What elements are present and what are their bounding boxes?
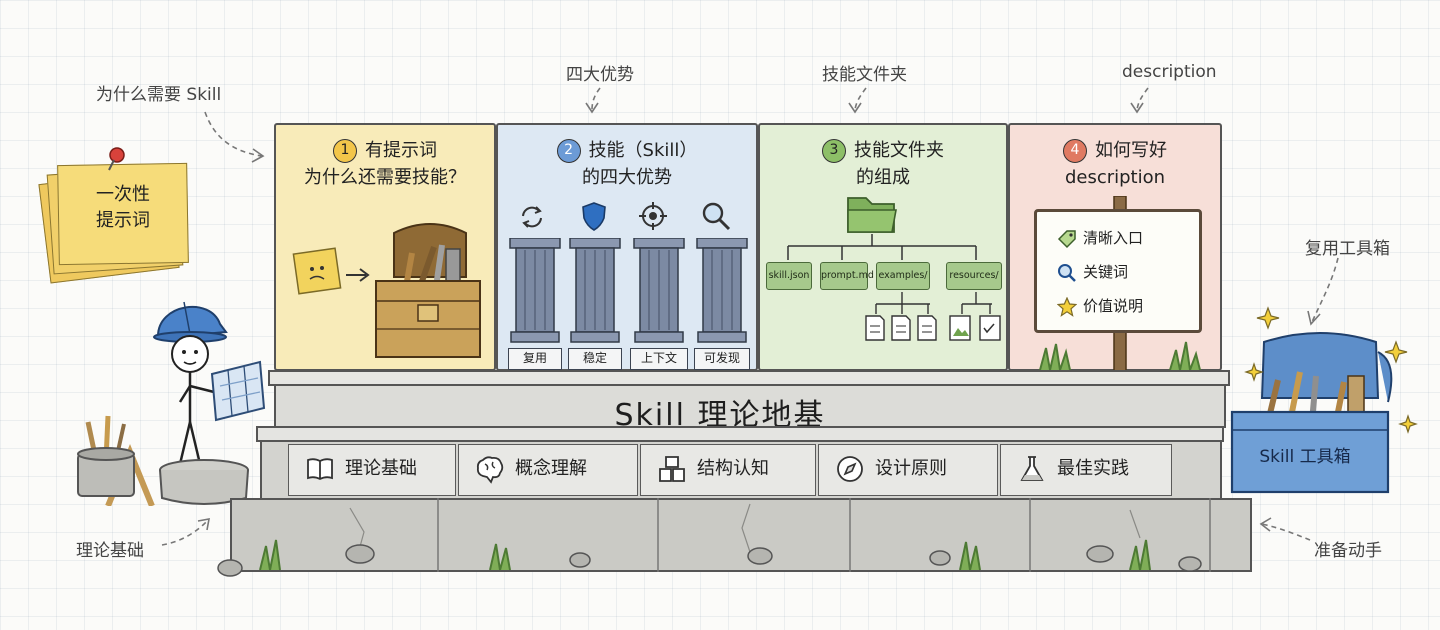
step-number-badge: 1	[333, 139, 357, 163]
worker-figure	[153, 301, 266, 465]
flask-icon	[1020, 456, 1044, 481]
annotation-four-advantages: 四大优势	[566, 65, 634, 85]
pillar-label: 上下文	[630, 348, 688, 370]
annotation-reuse-toolbox: 复用工具箱	[1305, 239, 1390, 259]
foundation-block: 最佳实践	[1000, 444, 1172, 496]
panel-title-line2: 的四大优势	[582, 167, 672, 188]
foundation-block-label: 设计原则	[875, 458, 947, 479]
pillar-reuse: 复用	[508, 237, 562, 370]
foundation-block-label: 结构认知	[697, 458, 769, 479]
foundation-block: 概念理解	[458, 444, 638, 496]
foundation-block-label: 最佳实践	[1057, 458, 1129, 479]
pillar-context: 上下文	[630, 237, 688, 370]
star-icon	[1057, 296, 1077, 317]
file-node: skill.json	[766, 262, 812, 290]
sign-item: 关键词	[1057, 260, 1128, 284]
panel-title-line1: 技能文件夹	[854, 140, 944, 161]
panel-why-skill: 1 有提示词 为什么还需要技能？	[274, 123, 496, 371]
annotation-ready-to-act: 准备动手	[1314, 541, 1382, 561]
folder-node: examples/	[876, 262, 930, 290]
skill-toolbox	[1230, 306, 1418, 494]
tool-bucket	[77, 415, 155, 506]
pushpin-icon	[108, 147, 125, 171]
foundation-block: 设计原则	[818, 444, 998, 496]
pillar-column	[696, 237, 748, 343]
pillar-stable: 稳定	[568, 237, 622, 370]
foundation-bottom-tier	[230, 498, 1252, 572]
sign-item-label: 价值说明	[1083, 297, 1144, 315]
sticky-note-text: 一次性 提示词	[58, 182, 188, 234]
panel-title-line1: 有提示词	[365, 140, 437, 161]
shield-icon	[582, 202, 606, 231]
sign-item: 价值说明	[1057, 294, 1143, 318]
panel-skill-folder: 3 技能文件夹 的组成	[758, 123, 1008, 371]
foundation-block: 理论基础	[288, 444, 456, 496]
step-number-badge: 4	[1063, 139, 1087, 163]
pillar-label: 可发现	[694, 348, 750, 370]
panel-title-line1: 技能（Skill）	[588, 140, 698, 161]
panel-title: 1 有提示词 为什么还需要技能？	[276, 137, 494, 191]
panel-title: 3 技能文件夹 的组成	[760, 137, 1006, 191]
target-icon	[639, 202, 667, 230]
book-icon	[307, 458, 333, 481]
ground-decoration	[217, 539, 1202, 577]
panel-title-line2: 的组成	[856, 167, 910, 188]
annotation-description: description	[1122, 62, 1217, 82]
step-number-badge: 3	[822, 139, 846, 163]
panel-title-line1: 如何写好	[1095, 140, 1167, 161]
description-sign: 清晰入口 关键词 价值说明	[1034, 209, 1202, 333]
magnifier-icon	[1058, 263, 1076, 282]
step-number-badge: 2	[556, 139, 581, 163]
sticky-note-line1: 一次性	[96, 184, 150, 205]
panel-title: 4 如何写好 description	[1010, 137, 1220, 191]
refresh-icon	[522, 206, 542, 228]
pillar-column	[633, 237, 685, 343]
brain-icon	[476, 456, 504, 484]
panel-title-line2: description	[1064, 167, 1166, 188]
sign-item-label: 清晰入口	[1083, 229, 1144, 247]
grass-decoration	[1039, 341, 1201, 371]
pillar-label: 稳定	[568, 348, 622, 370]
pillar-column	[569, 237, 621, 343]
panel-title-line2: 为什么还需要技能？	[304, 167, 466, 188]
annotation-theory-foundation: 理论基础	[76, 541, 144, 561]
toolbox-illustration	[292, 223, 481, 358]
stone-stump	[159, 459, 249, 505]
panel-title: 2 技能（Skill） 的四大优势	[498, 137, 756, 191]
magnifier-icon	[702, 202, 731, 231]
cubes-icon	[659, 456, 685, 482]
folder-node: resources/	[946, 262, 1002, 290]
pillar-discoverable: 可发现	[694, 237, 750, 370]
foundation-block-label: 概念理解	[515, 458, 587, 479]
sticky-note-line2: 提示词	[96, 210, 150, 231]
file-node: prompt.md	[820, 262, 874, 290]
pillar-column	[509, 237, 561, 343]
foundation-block: 结构认知	[640, 444, 816, 496]
pillar-label: 复用	[508, 348, 562, 370]
annotation-why-skill: 为什么需要 Skill	[96, 85, 222, 105]
compass-icon	[837, 456, 863, 482]
annotation-skill-folder: 技能文件夹	[822, 65, 907, 85]
foundation-block-label: 理论基础	[345, 458, 417, 479]
sign-item: 清晰入口	[1057, 226, 1143, 250]
toolbox-label: Skill 工具箱	[1259, 447, 1351, 467]
tag-icon	[1057, 229, 1076, 248]
sign-item-label: 关键词	[1083, 263, 1129, 281]
